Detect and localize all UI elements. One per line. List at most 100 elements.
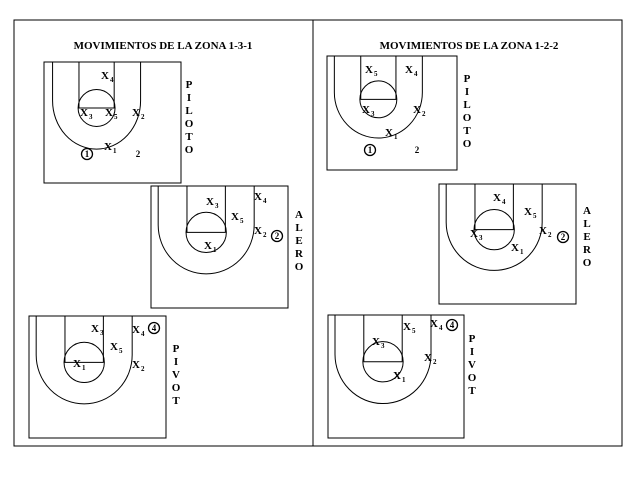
ball-position-marker: 4 <box>445 318 459 332</box>
player-number: 5 <box>119 347 123 355</box>
marker-number: 1 <box>368 145 373 155</box>
position-label-letter: O <box>463 112 472 124</box>
marker-number: 2 <box>136 149 141 159</box>
player-letter: X <box>206 196 214 208</box>
ball-circle <box>363 143 377 157</box>
player-number: 3 <box>479 234 483 242</box>
ball-circle <box>80 147 94 161</box>
position-label-letter: I <box>465 86 469 98</box>
three-point-line <box>35 316 133 405</box>
court-outline <box>43 61 182 184</box>
position-label-letter: I <box>174 356 178 368</box>
position-label-letter: P <box>469 333 476 345</box>
free-throw-circle <box>362 341 404 383</box>
player-letter: X <box>362 104 370 116</box>
position-label-letter: T <box>172 395 180 407</box>
position-label-letter: V <box>468 359 476 371</box>
three-point-line <box>157 186 255 275</box>
player-letter: X <box>91 323 99 335</box>
position-label-letter: O <box>172 382 181 394</box>
marker-number: 2 <box>561 232 566 242</box>
player-letter: X <box>539 225 547 237</box>
marker-number: 1 <box>85 149 90 159</box>
free-throw-circle <box>185 211 227 254</box>
ball-position-marker: 2 <box>556 230 570 244</box>
ball-position-marker: 2 <box>270 229 284 243</box>
player-number: 2 <box>141 365 145 373</box>
player-letter: X <box>424 352 432 364</box>
ball-circle <box>556 230 570 244</box>
player-number: 2 <box>548 231 552 239</box>
player-number: 5 <box>533 212 537 220</box>
ball-circle <box>147 321 161 335</box>
ball-position-marker: 1 <box>80 147 94 161</box>
position-label-letter: O <box>463 138 472 150</box>
player-number: 5 <box>240 217 244 225</box>
position-label-letter: L <box>463 99 470 111</box>
player-number: 3 <box>100 329 104 337</box>
player-number: 5 <box>374 70 378 78</box>
player-number: 1 <box>82 364 86 372</box>
player-number: 3 <box>371 110 375 118</box>
position-label-letter: P <box>464 73 471 85</box>
position-label-letter: L <box>295 222 302 234</box>
ball-circle <box>445 318 459 332</box>
player-letter: X <box>372 336 380 348</box>
player-letter: X <box>73 358 81 370</box>
position-label-letter: O <box>295 261 304 273</box>
column-title-1-3-1: MOVIMIENTOS DE LA ZONA 1-3-1 <box>74 40 253 52</box>
player-number: 4 <box>110 76 114 84</box>
position-label-letter: E <box>295 235 302 247</box>
ball-position-marker: 1 <box>363 143 377 157</box>
player-number: 2 <box>141 113 145 121</box>
position-label-letter: V <box>172 369 180 381</box>
player-letter: X <box>101 70 109 82</box>
free-throw-circle <box>473 208 515 251</box>
player-number: 4 <box>263 197 267 205</box>
ball-circle <box>270 229 284 243</box>
position-label-letter: I <box>470 346 474 358</box>
three-point-line <box>52 62 142 150</box>
lane-lines <box>78 62 115 109</box>
position-label-letter: A <box>583 205 591 217</box>
court-outline <box>326 55 458 171</box>
player-letter: X <box>413 104 421 116</box>
player-number: 5 <box>114 113 118 121</box>
free-throw-circle <box>63 341 105 384</box>
player-letter: X <box>254 225 262 237</box>
player-letter: X <box>132 359 140 371</box>
player-letter: X <box>254 191 262 203</box>
player-letter: X <box>110 341 118 353</box>
position-label-letter: T <box>463 125 471 137</box>
lane-lines <box>186 186 226 233</box>
position-number-marker: 2 <box>136 149 141 159</box>
player-letter: X <box>231 211 239 223</box>
lane-lines <box>474 184 514 231</box>
free-throw-circle <box>359 80 398 119</box>
player-number: 4 <box>141 330 145 338</box>
marker-number: 4 <box>450 320 455 330</box>
player-letter: X <box>403 321 411 333</box>
position-label-letter: A <box>295 209 303 221</box>
